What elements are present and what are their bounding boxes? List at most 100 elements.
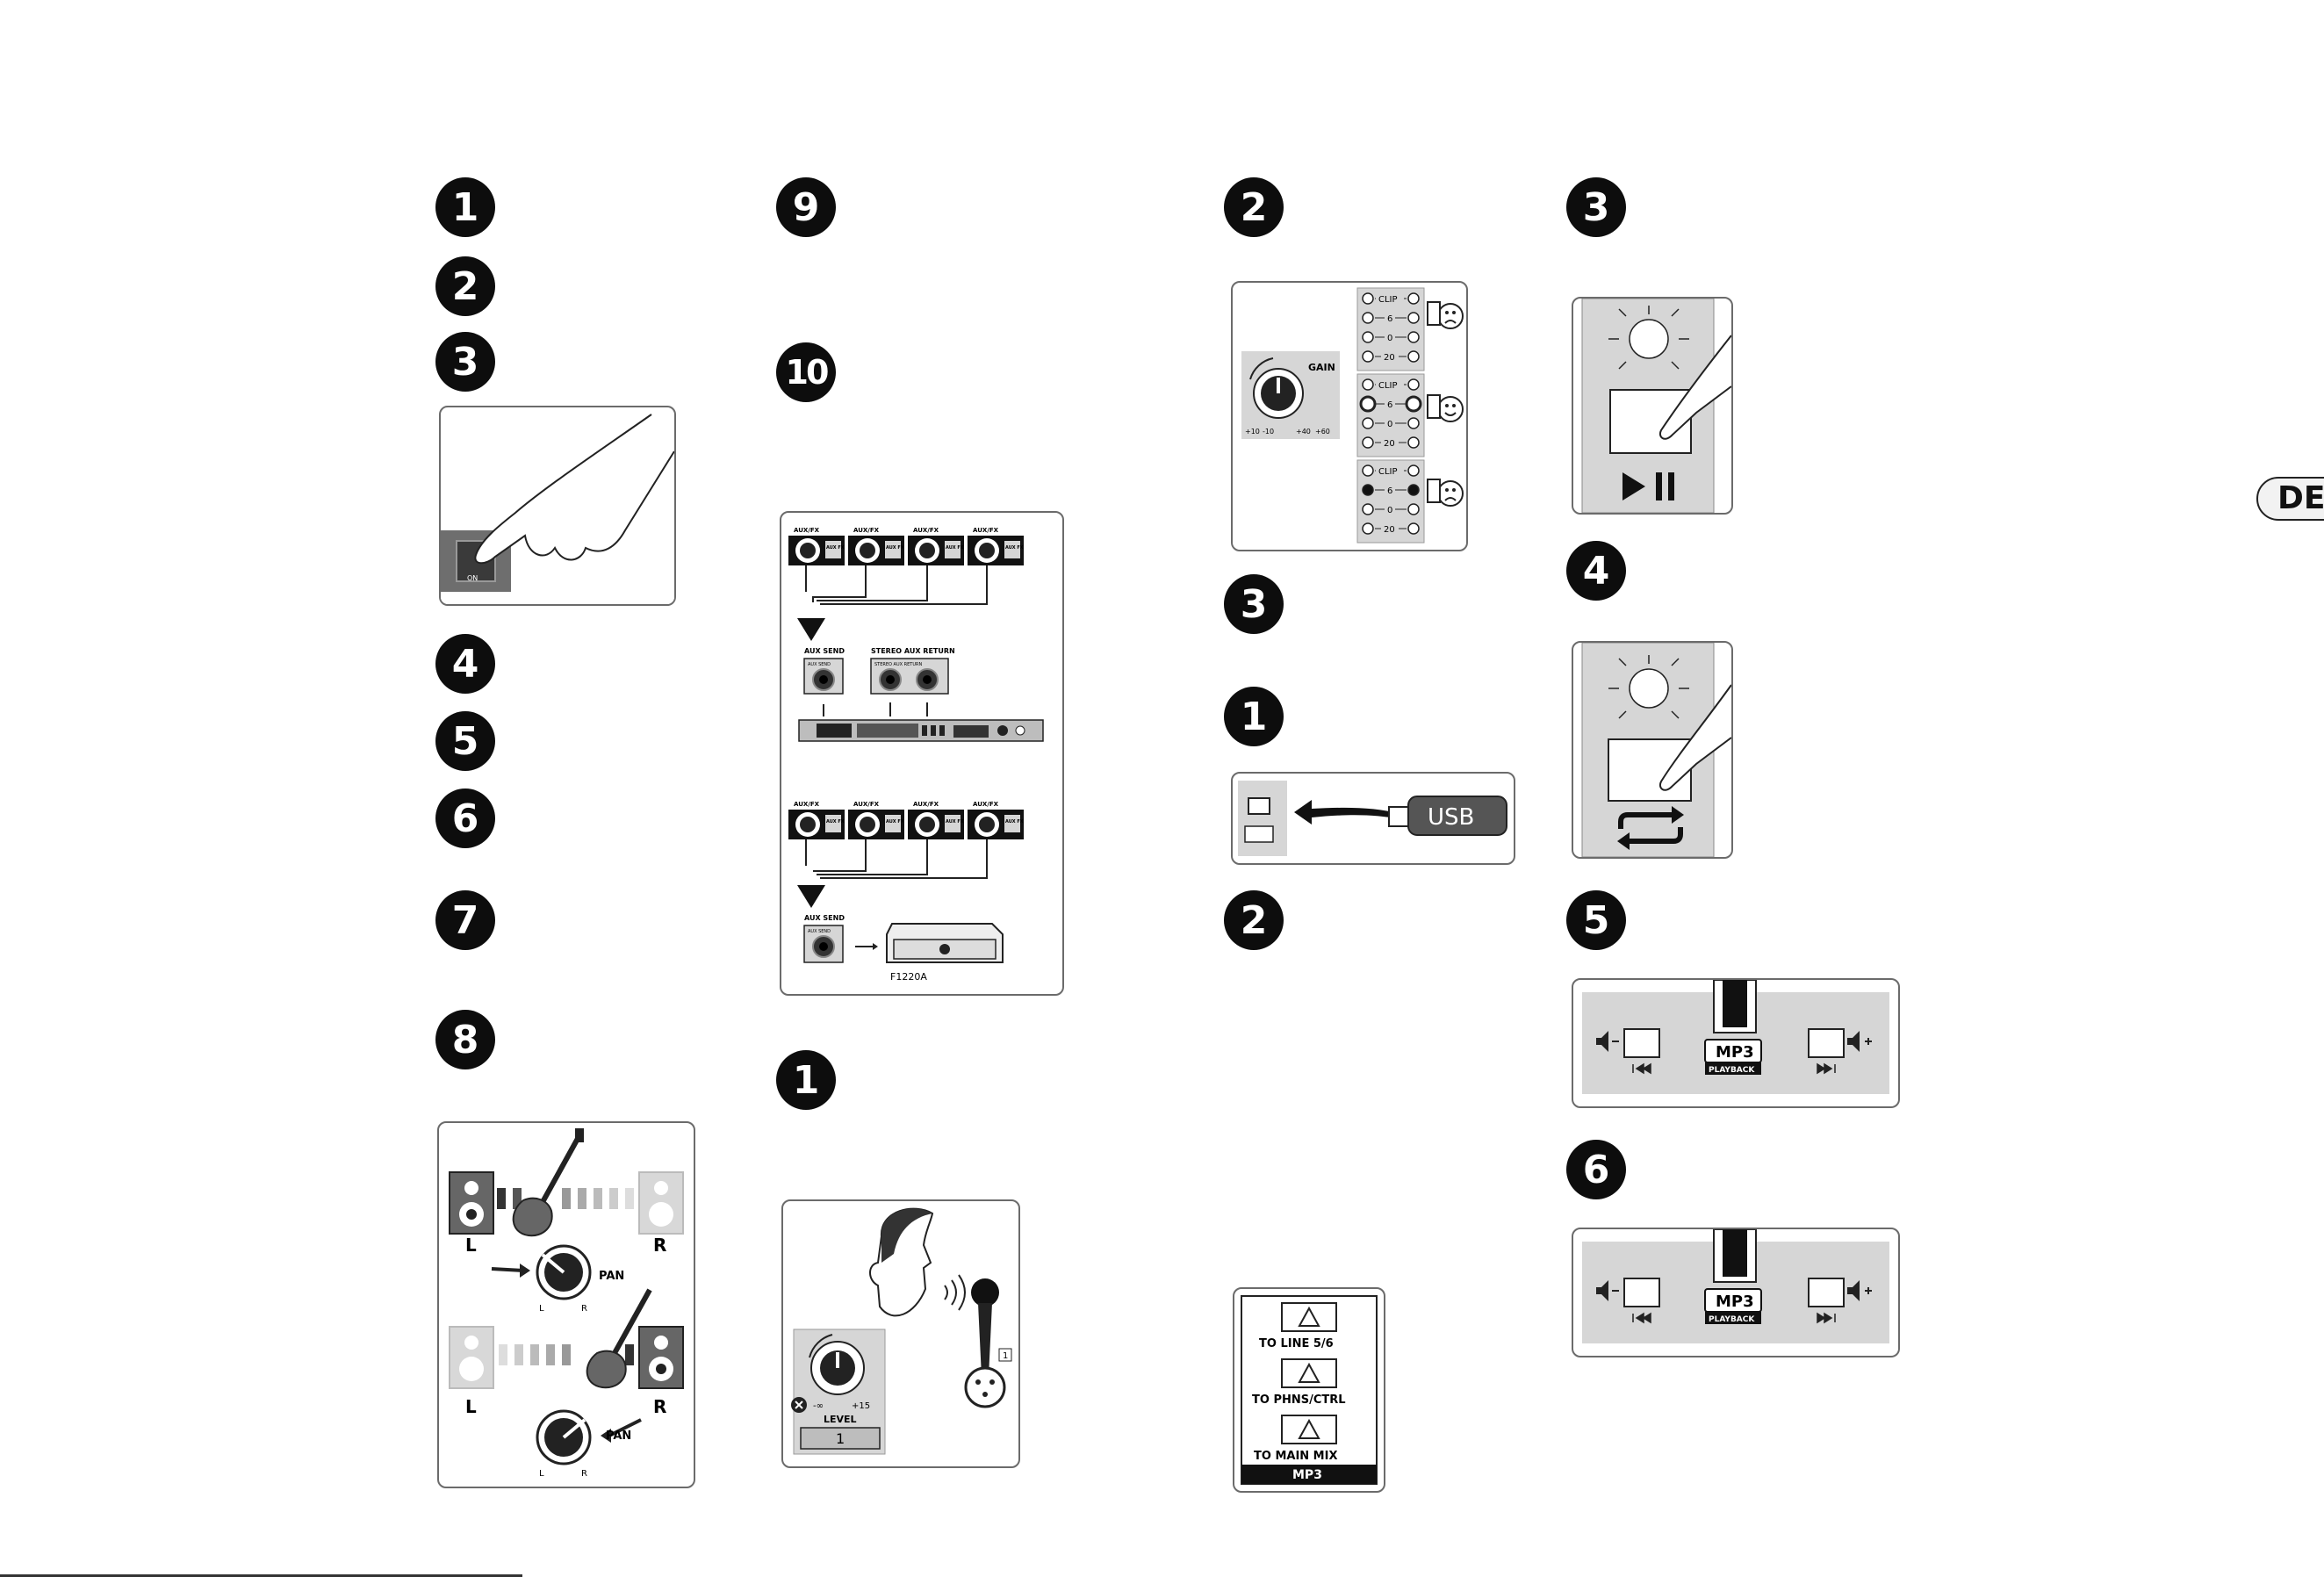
meter-scale-label: 6 bbox=[1387, 314, 1392, 324]
aux-fx-switch[interactable] bbox=[825, 541, 841, 558]
step-badge-1-col2: 1 bbox=[776, 1050, 836, 1110]
to-main-mix-label: TO MAIN MIX bbox=[1254, 1450, 1337, 1463]
microphone-icon: 1 bbox=[964, 1278, 1012, 1408]
guitar-icon bbox=[586, 1288, 652, 1389]
stereo-aux-return-label: STEREO AUX RETURN bbox=[871, 647, 955, 655]
aux-fx-switch[interactable] bbox=[885, 541, 901, 558]
pan-scale-left: L bbox=[539, 1469, 544, 1479]
signal-fade-bars bbox=[499, 1344, 634, 1365]
stage-monitor-icon bbox=[886, 923, 1004, 963]
level-min-label: -∞ bbox=[813, 1401, 824, 1411]
arrow-right-icon bbox=[491, 1267, 524, 1272]
meter-led bbox=[1407, 350, 1420, 363]
aux-knob-label: AUX/FX bbox=[853, 801, 880, 808]
repeat-icon bbox=[1618, 812, 1683, 844]
aux-fx-switch-label: AUX FX bbox=[826, 819, 845, 825]
mp3-logo-text: MP3 bbox=[1716, 1043, 1754, 1062]
monitor-model-label: F1220A bbox=[890, 971, 927, 983]
insert-arrow-icon bbox=[1294, 800, 1401, 825]
mic-input-badge: 1 bbox=[1003, 1351, 1008, 1361]
aux-fx-switch-label: AUX FX bbox=[826, 545, 845, 551]
meter-led bbox=[1362, 484, 1374, 496]
mp3-logo-text: MP3 bbox=[1716, 1293, 1754, 1311]
meter-scale-label: CLIP bbox=[1378, 467, 1398, 477]
meter-led bbox=[1359, 395, 1377, 413]
meter-led bbox=[1407, 378, 1420, 391]
switch-led-label: ON bbox=[467, 574, 478, 582]
next-track-button[interactable] bbox=[1808, 1028, 1845, 1058]
aux-knob-label: AUX/FX bbox=[853, 527, 880, 534]
previous-track-button[interactable] bbox=[1623, 1028, 1660, 1058]
usb-illustration: USB bbox=[1231, 772, 1515, 865]
gain-scale-label: +60 bbox=[1315, 428, 1330, 436]
meter-scale-label: 6 bbox=[1387, 486, 1392, 496]
aux-fx-switch[interactable] bbox=[1004, 815, 1020, 832]
thumbs-down-icon bbox=[1427, 301, 1464, 329]
step-badge-10: 10 bbox=[776, 342, 836, 402]
step-badge-3-col4: 3 bbox=[1566, 177, 1626, 237]
volume-up-button[interactable] bbox=[1808, 1278, 1845, 1307]
meter-scale-label: CLIP bbox=[1378, 295, 1398, 305]
aux-fx-switch[interactable] bbox=[885, 815, 901, 832]
aux-fx-switch[interactable] bbox=[1004, 541, 1020, 558]
pan-right-label: R bbox=[653, 1235, 666, 1256]
level-max-label: +15 bbox=[852, 1401, 870, 1411]
meter-led bbox=[1407, 522, 1420, 535]
pan-scale-right: R bbox=[581, 1304, 587, 1314]
volume-up-icon bbox=[1847, 1031, 1860, 1052]
aux-fx-switch[interactable] bbox=[825, 815, 841, 832]
meter-led bbox=[1362, 436, 1374, 449]
mic-level-illustration: 1 -∞ +15 LEVEL 1 bbox=[781, 1199, 1020, 1468]
aux-knob-label: AUX/FX bbox=[913, 801, 939, 808]
meter-scale-label: 0 bbox=[1387, 420, 1392, 429]
aux-fx-switch-label: AUX FX bbox=[886, 545, 904, 551]
pan-knob-label: PAN bbox=[599, 1270, 624, 1283]
aux-fx-switch-label: AUX FX bbox=[946, 819, 964, 825]
triangle-icon bbox=[1298, 1362, 1320, 1383]
meter-scale-label: 0 bbox=[1387, 334, 1392, 343]
meter-scale-label: 20 bbox=[1384, 439, 1395, 449]
step-badge-5-col4: 5 bbox=[1566, 890, 1626, 950]
step-badge-4-col4: 4 bbox=[1566, 541, 1626, 601]
pan-left-label: L bbox=[465, 1235, 477, 1256]
led-lit-icon bbox=[1608, 306, 1689, 370]
step-badge-8: 8 bbox=[435, 1010, 495, 1069]
meter-led bbox=[1362, 312, 1374, 324]
channel-number: 1 bbox=[836, 1430, 845, 1447]
aux-fx-switch[interactable] bbox=[945, 815, 961, 832]
pan-knob-label: PAN bbox=[606, 1429, 631, 1443]
usb-port-panel bbox=[1238, 781, 1287, 856]
meter-led bbox=[1407, 436, 1420, 449]
play-icon bbox=[1622, 472, 1645, 500]
arrow-down-icon bbox=[797, 885, 825, 908]
meter-led bbox=[1362, 350, 1374, 363]
meter-led bbox=[1362, 378, 1374, 391]
stereo-aux-return-sublabel: STEREO AUX RETURN bbox=[874, 662, 922, 667]
meter-led bbox=[1362, 464, 1374, 477]
aux-fx-routing-illustration: AUX/FX AUX FX AUX/FX AUX FX AUX/FX AUX FX AUX/… bbox=[780, 511, 1064, 996]
power-switch-illustration: ON bbox=[439, 406, 676, 606]
to-phns-label: TO PHNS/CTRL bbox=[1252, 1393, 1346, 1407]
language-tab[interactable]: DE bbox=[2256, 477, 2324, 521]
aux-knob-label: AUX/FX bbox=[794, 801, 820, 808]
footer-rule bbox=[0, 1574, 522, 1577]
thumbs-down-icon bbox=[1427, 479, 1464, 507]
routing-lines bbox=[805, 565, 988, 605]
repeat-illustration bbox=[1572, 641, 1733, 859]
arrow-down-icon bbox=[797, 618, 825, 641]
pan-right-label: R bbox=[653, 1396, 666, 1417]
volume-down-button[interactable] bbox=[1623, 1278, 1660, 1307]
previous-track-icon bbox=[1632, 1312, 1651, 1324]
thumbs-up-icon bbox=[1427, 394, 1464, 422]
usb-stick-label: USB bbox=[1428, 804, 1474, 831]
signal-fade-bars bbox=[497, 1188, 634, 1209]
routing-lines bbox=[805, 839, 988, 879]
aux-send-sublabel: AUX SEND bbox=[808, 929, 831, 934]
led-lit-icon bbox=[1608, 655, 1689, 719]
meter-led bbox=[1407, 484, 1420, 496]
step-badge-7: 7 bbox=[435, 890, 495, 950]
triangle-icon bbox=[1298, 1418, 1320, 1439]
aux-fx-switch[interactable] bbox=[945, 541, 961, 558]
